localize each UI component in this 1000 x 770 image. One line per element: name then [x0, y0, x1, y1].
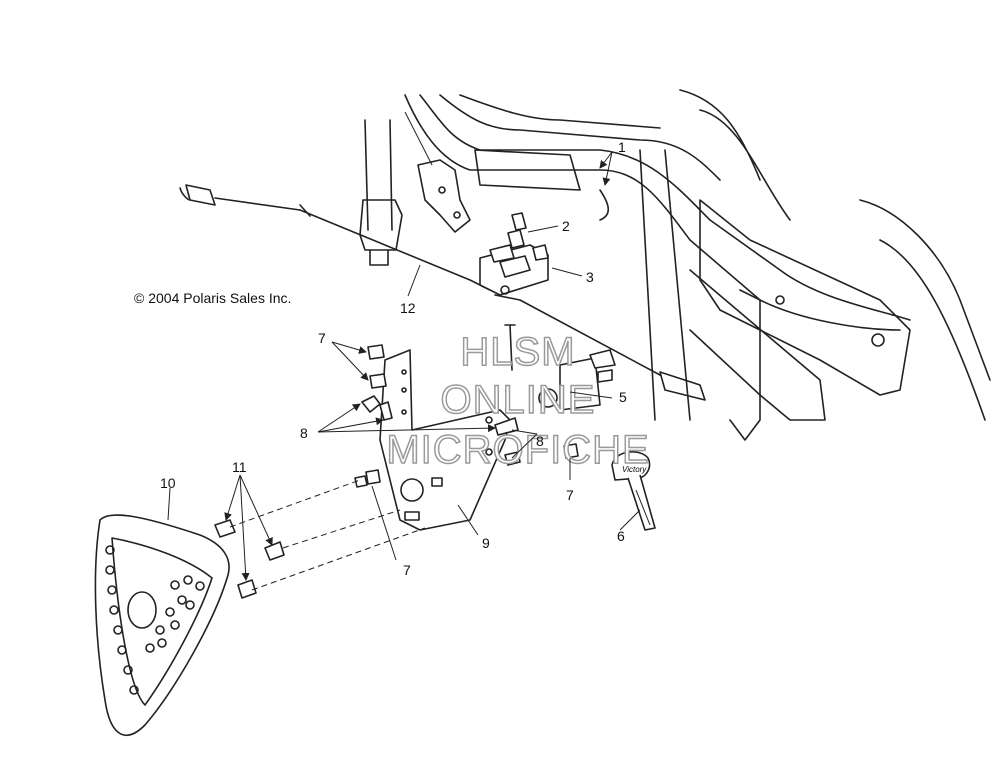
callout-8-left: 8 — [300, 425, 308, 441]
callout-11: 11 — [232, 459, 247, 475]
callout-7-bottom: 7 — [403, 562, 411, 578]
ignition-key: Victory — [611, 451, 656, 531]
callout-6: 6 — [617, 528, 625, 544]
watermark-line-2: ONLINE — [441, 378, 596, 422]
watermark-line-3: MICROFICHE — [386, 428, 649, 472]
leader-lines — [167, 151, 641, 581]
callout-12: 12 — [400, 300, 416, 316]
key-brand-text: Victory — [622, 465, 647, 474]
callout-9: 9 — [482, 535, 490, 551]
callout-3: 3 — [586, 269, 594, 285]
callout-labels: 1 2 3 5 6 7 7 7 8 8 9 10 11 12 — [160, 139, 627, 578]
throttle-cable — [494, 294, 706, 401]
switch-assembly — [479, 212, 549, 296]
copyright-text: © 2004 Polaris Sales Inc. — [134, 290, 291, 306]
choke-cable — [179, 184, 491, 291]
headlight-cover — [94, 514, 230, 736]
screws — [354, 344, 579, 488]
callout-2: 2 — [562, 218, 570, 234]
ignition-switch — [504, 324, 616, 411]
alignment-lines — [229, 479, 426, 591]
spring-clips — [214, 519, 285, 599]
callout-5: 5 — [619, 389, 627, 405]
callout-7-right: 7 — [566, 487, 574, 503]
mounting-bracket — [379, 349, 511, 531]
clips — [361, 395, 521, 466]
cover-holes — [105, 545, 205, 695]
frame-assembly — [404, 89, 991, 441]
watermark: HLSM ONLINE MICROFICHE — [386, 329, 650, 473]
callout-1: 1 — [618, 139, 626, 155]
callout-8-right: 8 — [536, 433, 544, 449]
callout-10: 10 — [160, 475, 176, 491]
callout-7-top: 7 — [318, 330, 326, 346]
watermark-line-1: HLSM — [460, 330, 575, 374]
